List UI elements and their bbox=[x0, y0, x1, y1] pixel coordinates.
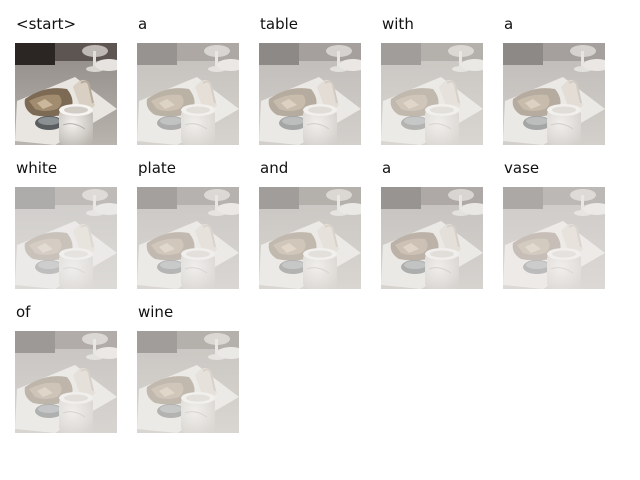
attention-map-image bbox=[259, 187, 361, 289]
attention-map-image bbox=[503, 43, 605, 145]
attention-map-image bbox=[15, 187, 117, 289]
caption-word: and bbox=[260, 159, 289, 177]
caption-word: a bbox=[382, 159, 392, 177]
attention-map-image bbox=[15, 331, 117, 433]
attention-map-image bbox=[137, 331, 239, 433]
caption-word: wine bbox=[138, 303, 174, 321]
caption-word: <start> bbox=[16, 15, 77, 33]
attention-map-image bbox=[381, 43, 483, 145]
caption-word: vase bbox=[504, 159, 540, 177]
source-image bbox=[15, 43, 117, 145]
caption-word: of bbox=[16, 303, 31, 321]
caption-word: a bbox=[504, 15, 514, 33]
caption-word: white bbox=[16, 159, 58, 177]
attention-map-image bbox=[503, 187, 605, 289]
attention-map-image bbox=[259, 43, 361, 145]
attention-map-image bbox=[137, 187, 239, 289]
attention-map-image bbox=[381, 187, 483, 289]
caption-word: a bbox=[138, 15, 148, 33]
caption-word: with bbox=[382, 15, 414, 33]
caption-word: plate bbox=[138, 159, 176, 177]
attention-map-image bbox=[137, 43, 239, 145]
caption-word: table bbox=[260, 15, 298, 33]
